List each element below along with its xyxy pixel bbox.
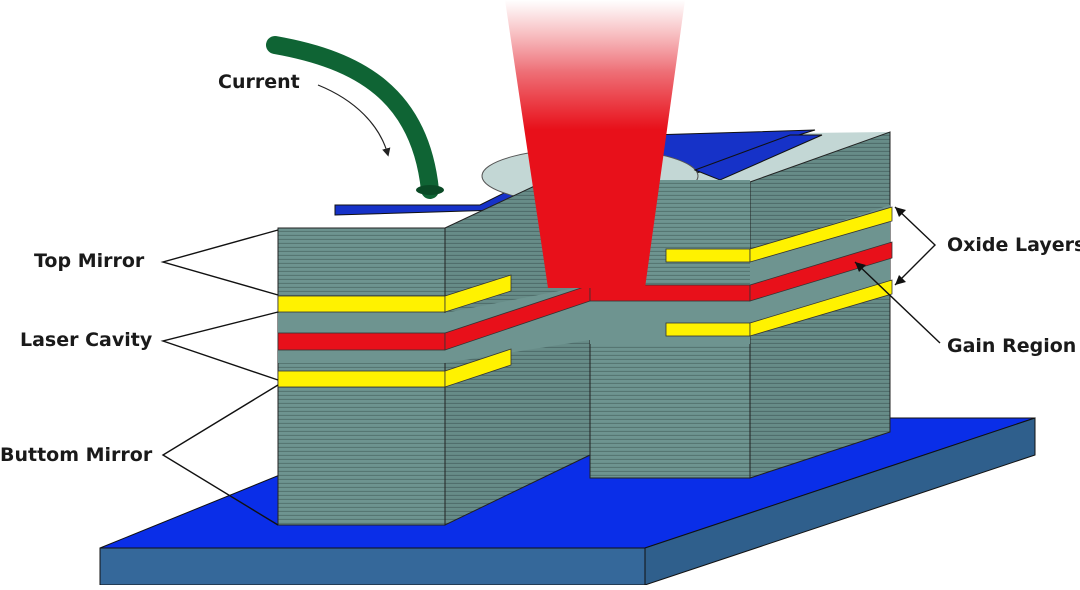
oxide-arrow-upper [895,207,906,217]
label-gain-region: Gain Region [947,335,1077,357]
substrate-front [99,547,646,586]
left-oxide-lower-front [277,370,446,388]
center-oxide-lower [665,322,751,337]
label-bottom-mirror: Buttom Mirror [0,444,153,466]
left-oxide-upper-side [444,274,512,313]
current-arrow-icon [317,84,391,157]
substrate-side [644,417,1036,586]
right-cavity-red [749,241,893,302]
center-cavity-band [590,300,750,344]
right-oxide-upper [749,206,893,263]
label-current: Current [218,71,300,93]
right-oxide-lower [749,279,893,337]
laser-beam [505,0,685,288]
oxide-arrow-lower [895,275,906,285]
right-leader-lines [854,206,941,344]
left-oxide-upper-front [277,295,446,313]
left-leader-lines [160,229,279,526]
top-contact-right [693,134,823,181]
gain-arrow [855,262,866,272]
label-laser-cavity: Laser Cavity [20,329,153,351]
wire-bond [416,185,444,195]
center-oxide-upper [665,248,751,263]
left-cavity-red-front [277,332,446,351]
left-oxide-lower-side [444,348,512,388]
label-oxide-layers: Oxide Layers [947,234,1080,256]
current-wire [266,36,439,199]
label-top-mirror: Top Mirror [34,250,145,272]
